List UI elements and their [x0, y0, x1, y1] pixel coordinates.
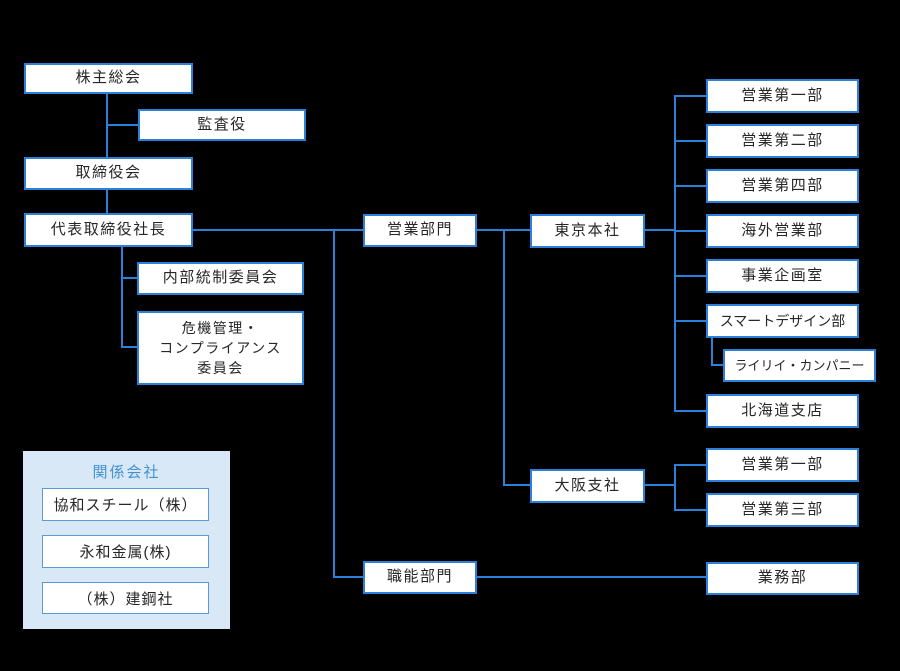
- connector-tokyo-dept1-stub: [674, 95, 706, 97]
- node-osaka-dept-1: 営業第一部: [706, 448, 859, 482]
- connector-tokyo-dept5-stub: [674, 275, 706, 277]
- connector-branch-to-functional: [333, 229, 335, 577]
- node-sales-dept-1: 営業第一部: [706, 79, 859, 113]
- node-auditor: 監査役: [138, 109, 306, 141]
- connector-osaka-dept1-stub: [674, 464, 706, 466]
- connector-president-to-sales-division: [193, 229, 363, 231]
- company-item-eiwa-kinzoku: 永和金属(株): [42, 535, 209, 568]
- node-functional-division: 職能部門: [363, 561, 477, 594]
- connector-branch-to-osaka: [503, 229, 505, 486]
- node-board-of-directors: 取締役会: [24, 157, 193, 190]
- company-item-kenkosha: （株）建鋼社: [42, 582, 209, 614]
- node-hokkaido-branch: 北海道支店: [706, 394, 859, 428]
- node-business-planning-office: 事業企画室: [706, 259, 859, 293]
- connector-board-to-president: [106, 190, 108, 213]
- connector-osaka-dept2-stub: [674, 509, 706, 511]
- connector-osaka-spine: [674, 464, 676, 511]
- connector-auditor-stub: [106, 124, 138, 126]
- connector-smartdesign-to-subsidiary-v: [711, 337, 713, 366]
- connector-internal-control-stub: [121, 277, 137, 279]
- connector-tokyo-spine: [674, 95, 676, 412]
- company-item-kyowa-steel: 協和スチール（株）: [42, 488, 209, 521]
- node-osaka-branch: 大阪支社: [530, 469, 645, 503]
- connector-tokyo-dept3-stub: [674, 185, 706, 187]
- node-tokyo-head-office: 東京本社: [530, 214, 645, 248]
- node-president: 代表取締役社長: [24, 213, 193, 247]
- connector-osaka-to-spine: [645, 484, 676, 486]
- connector-tokyo-to-spine: [645, 229, 676, 231]
- node-overseas-sales-dept: 海外営業部: [706, 214, 859, 248]
- node-sales-dept-4: 営業第四部: [706, 169, 859, 203]
- connector-functional-to-works: [476, 576, 706, 578]
- node-risk-compliance-committee: 危機管理・ コンプライアンス 委員会: [137, 311, 304, 385]
- node-lily-company: ライリイ・カンパニー: [723, 349, 876, 382]
- connector-functional-stub: [333, 576, 363, 578]
- connector-tokyo-dept6-stub: [674, 320, 706, 322]
- connector-hokkaido-stub: [674, 410, 706, 412]
- related-companies-panel: 関係会社 協和スチール（株） 永和金属(株) （株）建鋼社: [23, 451, 230, 629]
- related-companies-title: 関係会社: [92, 464, 161, 481]
- node-shareholders-meeting: 株主総会: [24, 63, 193, 94]
- connector-president-committees: [121, 247, 123, 348]
- node-internal-control-committee: 内部統制委員会: [137, 262, 304, 295]
- connector-smartdesign-to-subsidiary-h: [711, 364, 723, 366]
- connector-risk-compliance-stub: [121, 346, 137, 348]
- connector-osaka-stub: [503, 484, 530, 486]
- connector-tokyo-dept2-stub: [674, 140, 706, 142]
- node-osaka-dept-3: 営業第三部: [706, 493, 859, 527]
- node-sales-division: 営業部門: [363, 214, 477, 247]
- node-smart-design-dept: スマートデザイン部: [706, 304, 859, 338]
- node-sales-dept-2: 営業第二部: [706, 124, 859, 158]
- node-works-dept: 業務部: [706, 562, 859, 595]
- connector-tokyo-dept4-stub: [674, 230, 706, 232]
